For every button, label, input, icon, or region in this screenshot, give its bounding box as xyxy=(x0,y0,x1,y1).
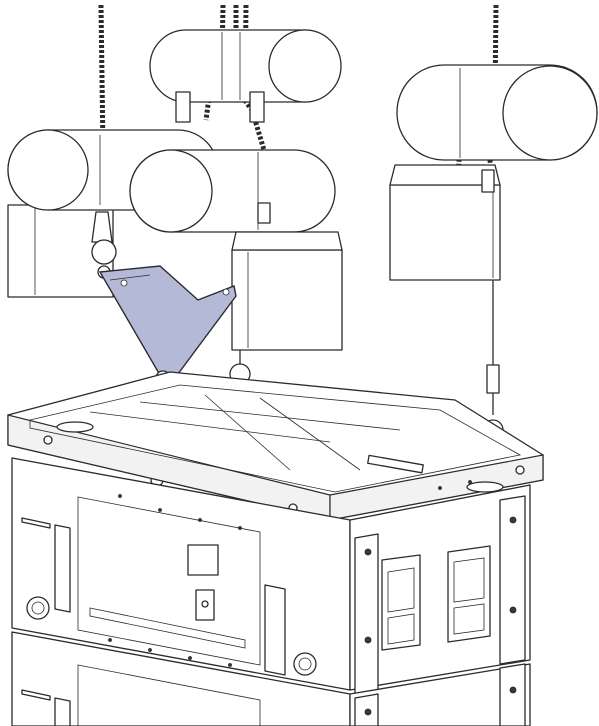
hook-block-left xyxy=(91,211,113,243)
connector-plate xyxy=(187,544,219,576)
chain-bag-right xyxy=(389,184,501,281)
rail-right xyxy=(264,584,286,676)
rigging-frame xyxy=(7,371,544,521)
wheel-left xyxy=(26,596,50,620)
rigging-rail-front xyxy=(354,533,379,695)
rigging-rail-back xyxy=(499,495,526,665)
hoist-clip xyxy=(257,202,271,224)
hoist-bracket xyxy=(175,91,191,123)
cabinet2-front xyxy=(11,631,351,726)
wire-ferrule xyxy=(486,364,500,394)
shackle-left-top xyxy=(91,239,117,265)
chain-right xyxy=(492,4,499,101)
rivets xyxy=(108,480,472,667)
chain-hoist-back xyxy=(149,29,342,123)
chain-hoist-center xyxy=(129,149,343,406)
chain-bag-center xyxy=(231,249,343,351)
wheel-right xyxy=(293,652,317,676)
speaker-cabinet-top xyxy=(11,457,531,695)
bridle-plate-icon xyxy=(98,265,237,383)
side-handle-1 xyxy=(381,554,421,651)
chain-hoist-right xyxy=(389,64,598,441)
cabinet2-side xyxy=(349,663,531,726)
side-handle-2 xyxy=(447,545,491,643)
hoist-endcap xyxy=(268,29,342,103)
handle-left xyxy=(21,517,51,529)
speaker-cabinet-bottom xyxy=(11,631,531,726)
rail-left xyxy=(54,524,71,613)
chain-left xyxy=(98,4,106,151)
